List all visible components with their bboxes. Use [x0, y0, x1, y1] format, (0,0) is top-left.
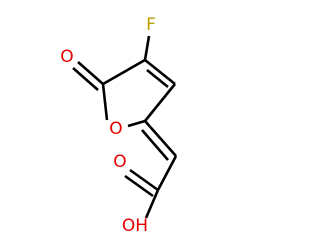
bond-acid-c-hydroxyl [144, 189, 160, 219]
bond-c3-f [143, 35, 151, 61]
bond-layer [72, 35, 178, 219]
bond-c2-carbonyl-o-a [77, 61, 104, 85]
bond-acid-c-carbonyl-o-a [129, 168, 159, 192]
bond-o1-c5 [127, 119, 146, 128]
atom-label-ring-oxygen: O [109, 119, 122, 139]
bond-c2-carbonyl-o-b [72, 67, 99, 91]
bond-c2-o1 [101, 83, 109, 121]
atom-label-hydroxyl: OH [122, 216, 148, 236]
bond-c4-c3-b [146, 68, 169, 89]
structure-drawing: F O O O OH [60, 15, 178, 236]
atom-label-layer: F O O O OH [60, 15, 156, 236]
atom-label-acid-carbonyl-oxygen: O [113, 152, 126, 172]
bond-c5-alkene-b [141, 129, 169, 161]
bond-c2-c3 [102, 58, 146, 86]
bond-c5-alkene-a [144, 120, 177, 157]
bond-c5-c4 [143, 83, 177, 122]
atom-label-carbonyl-oxygen: O [60, 47, 73, 67]
atom-label-fluorine: F [146, 15, 156, 35]
bond-alkene-acid-c [156, 155, 178, 191]
bond-c4-c3-a [144, 58, 176, 86]
bond-acid-c-carbonyl-o-b [124, 174, 154, 198]
